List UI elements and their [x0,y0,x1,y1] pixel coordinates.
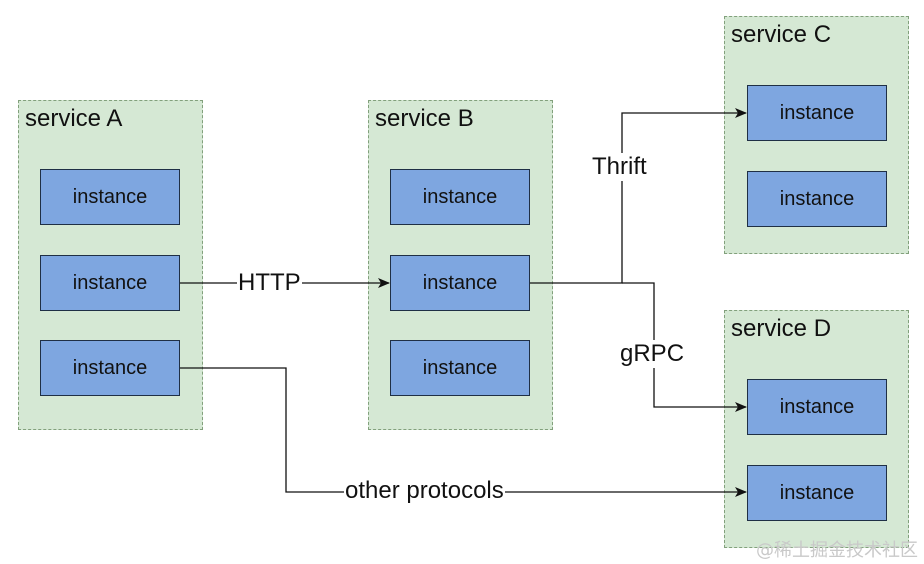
watermark: @稀土掘金技术社区 [756,540,918,561]
service-b-instance-3: instance [390,340,530,396]
service-a-instance-1: instance [40,169,180,225]
service-b-instance-2: instance [390,255,530,311]
service-c-instance-2: instance [747,171,887,227]
service-b-label: service B [375,105,474,132]
http-label: HTTP [237,269,302,297]
service-c-instance-1: instance [747,85,887,141]
thrift-edge [530,108,747,284]
other-protocols-label: other protocols [344,477,505,505]
grpc-label: gRPC [619,340,686,368]
service-d-instance-2: instance [747,465,887,521]
other-protocols-edge [180,367,747,497]
service-a-instance-3: instance [40,340,180,396]
service-d-label: service D [731,315,832,342]
service-a-instance-2: instance [40,255,180,311]
service-d-instance-1: instance [747,379,887,435]
service-a-label: service A [25,105,123,132]
service-c-label: service C [731,21,832,48]
thrift-label: Thrift [591,153,648,181]
service-b-instance-1: instance [390,169,530,225]
